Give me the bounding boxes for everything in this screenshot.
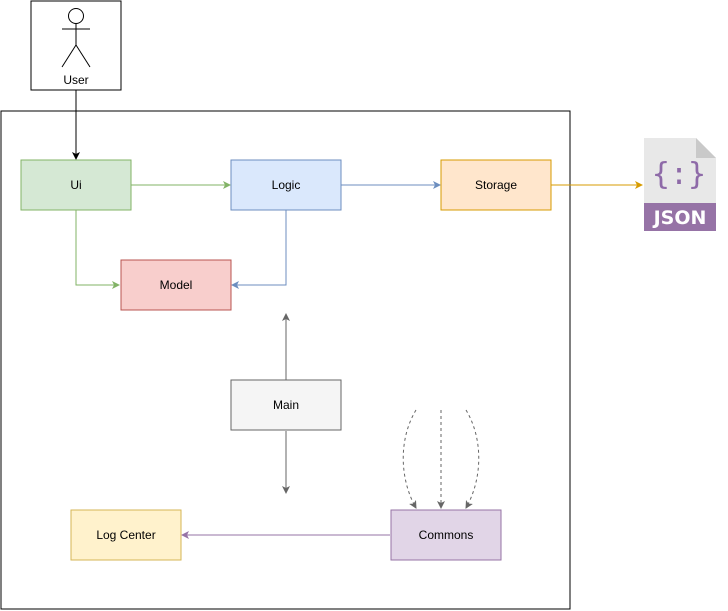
log-center-component: Log Center	[70, 509, 182, 561]
ui-label: Ui	[70, 178, 81, 192]
json-braces-glyph: {:}	[652, 157, 706, 192]
commons-component: Commons	[390, 509, 502, 561]
log-center-label: Log Center	[96, 528, 155, 542]
ui-box	[20, 159, 132, 211]
commons-label: Commons	[419, 528, 474, 542]
commons-box	[390, 509, 502, 561]
model-label: Model	[160, 278, 193, 292]
log-center-box	[70, 509, 182, 561]
logic-label: Logic	[272, 178, 301, 192]
dashed-arrow-left	[402, 409, 417, 509]
ui-to-model-arrow	[75, 210, 120, 289]
stick-figure-icon	[61, 8, 91, 68]
ui-component: Ui	[20, 159, 132, 211]
dashed-arrow-right	[465, 409, 480, 509]
logic-component: Logic	[230, 159, 342, 211]
storage-label: Storage	[475, 178, 517, 192]
json-label: JSON	[652, 207, 707, 229]
system-boundary	[0, 110, 571, 610]
commons-dependency-arrows	[402, 409, 480, 509]
storage-box	[440, 159, 552, 211]
json-file-icon: {:} JSON	[644, 138, 716, 231]
user-label: User	[63, 73, 88, 87]
main-box	[230, 379, 342, 431]
model-component: Model	[120, 259, 232, 311]
user-actor: User	[30, 0, 122, 91]
model-box	[120, 259, 232, 311]
logic-box	[230, 159, 342, 211]
main-component: Main	[230, 379, 342, 431]
main-label: Main	[273, 398, 299, 412]
storage-component: Storage	[440, 159, 552, 211]
logic-to-model-arrow	[231, 210, 287, 289]
